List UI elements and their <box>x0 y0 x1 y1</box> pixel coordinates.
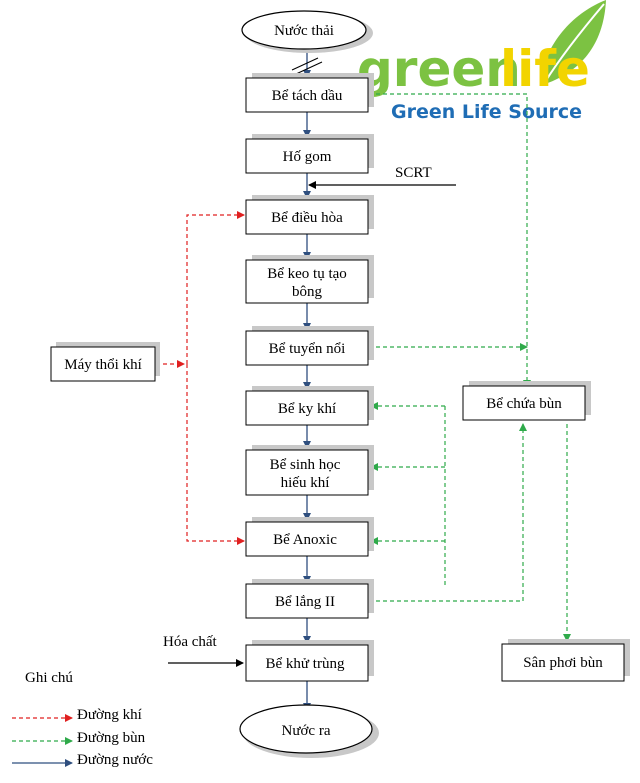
logo-subtitle: Green Life Source <box>391 101 582 123</box>
be-lang-label: Bể lắng II <box>275 594 335 610</box>
legend-title: Ghi chú <box>25 670 73 686</box>
be-keo-tu-label-2: bông <box>292 284 323 300</box>
may-thoi-khi-label: Máy thổi khí <box>64 357 142 373</box>
node-nuoc-ra: Nước ra <box>239 704 379 758</box>
node-be-lang: Bể lắng II <box>245 579 374 619</box>
node-be-ky-khi: Bể ky khí <box>245 386 374 426</box>
node-ho-gom: Hố gom <box>245 134 374 174</box>
node-be-anoxic: Bể Anoxic <box>245 517 374 557</box>
be-keo-tu-label-1: Bể keo tụ tạo <box>267 266 347 282</box>
logo-text-life: life <box>500 40 590 98</box>
node-be-chua-bun: Bể chứa bùn <box>462 381 591 421</box>
legend-air-label: Đường khí <box>77 707 142 723</box>
san-phoi-bun-label: Sân phơi bùn <box>523 655 603 671</box>
node-may-thoi-khi: Máy thổi khí <box>50 342 160 382</box>
be-tach-dau-label: Bể tách dầu <box>272 88 343 104</box>
logo-text-green: green <box>357 40 521 98</box>
node-san-phoi-bun: Sân phơi bùn <box>501 639 630 682</box>
node-be-tach-dau: Bể tách dầu <box>245 73 374 113</box>
pipe-break-mark <box>291 57 323 75</box>
legend-sludge-label: Đường bùn <box>77 730 146 746</box>
node-be-sinh-hoc: Bể sinh học hiếu khí <box>245 445 374 496</box>
ho-gom-label: Hố gom <box>283 149 332 165</box>
node-be-dieu-hoa: Bể điều hòa <box>245 195 374 235</box>
node-be-khu-trung: Bể khử trùng <box>245 640 374 682</box>
be-anoxic-label: Bể Anoxic <box>273 532 337 548</box>
sludge-flow-lines <box>369 93 571 642</box>
air-flow-lines <box>156 211 245 545</box>
green-life-logo: green life Green Life Source <box>357 0 606 123</box>
be-chua-bun-label: Bể chứa bùn <box>486 396 562 412</box>
nuoc-ra-label: Nước ra <box>282 723 331 739</box>
be-tuyen-noi-label: Bể tuyển nổi <box>269 341 346 357</box>
be-sinh-hoc-label-1: Bể sinh học <box>270 457 341 473</box>
be-sinh-hoc-label-2: hiếu khí <box>281 475 330 491</box>
nuoc-thai-label: Nước thải <box>274 23 334 39</box>
be-ky-khi-label: Bể ky khí <box>278 401 336 417</box>
be-dieu-hoa-label: Bể điều hòa <box>271 210 343 226</box>
scrt-label: SCRT <box>395 165 432 181</box>
input-lines <box>168 181 456 667</box>
node-be-keo-tu: Bể keo tụ tạo bông <box>245 255 374 304</box>
leaf-vein-icon <box>544 3 605 83</box>
legend: Ghi chú Đường khí Đường bùn Đường nước <box>12 670 153 768</box>
hoa-chat-label: Hóa chất <box>163 634 218 650</box>
be-khu-trung-label: Bể khử trùng <box>266 656 345 672</box>
node-nuoc-thai: Nước thải <box>241 10 373 53</box>
node-be-tuyen-noi: Bể tuyển nổi <box>245 326 374 366</box>
legend-water-label: Đường nước <box>77 752 153 768</box>
